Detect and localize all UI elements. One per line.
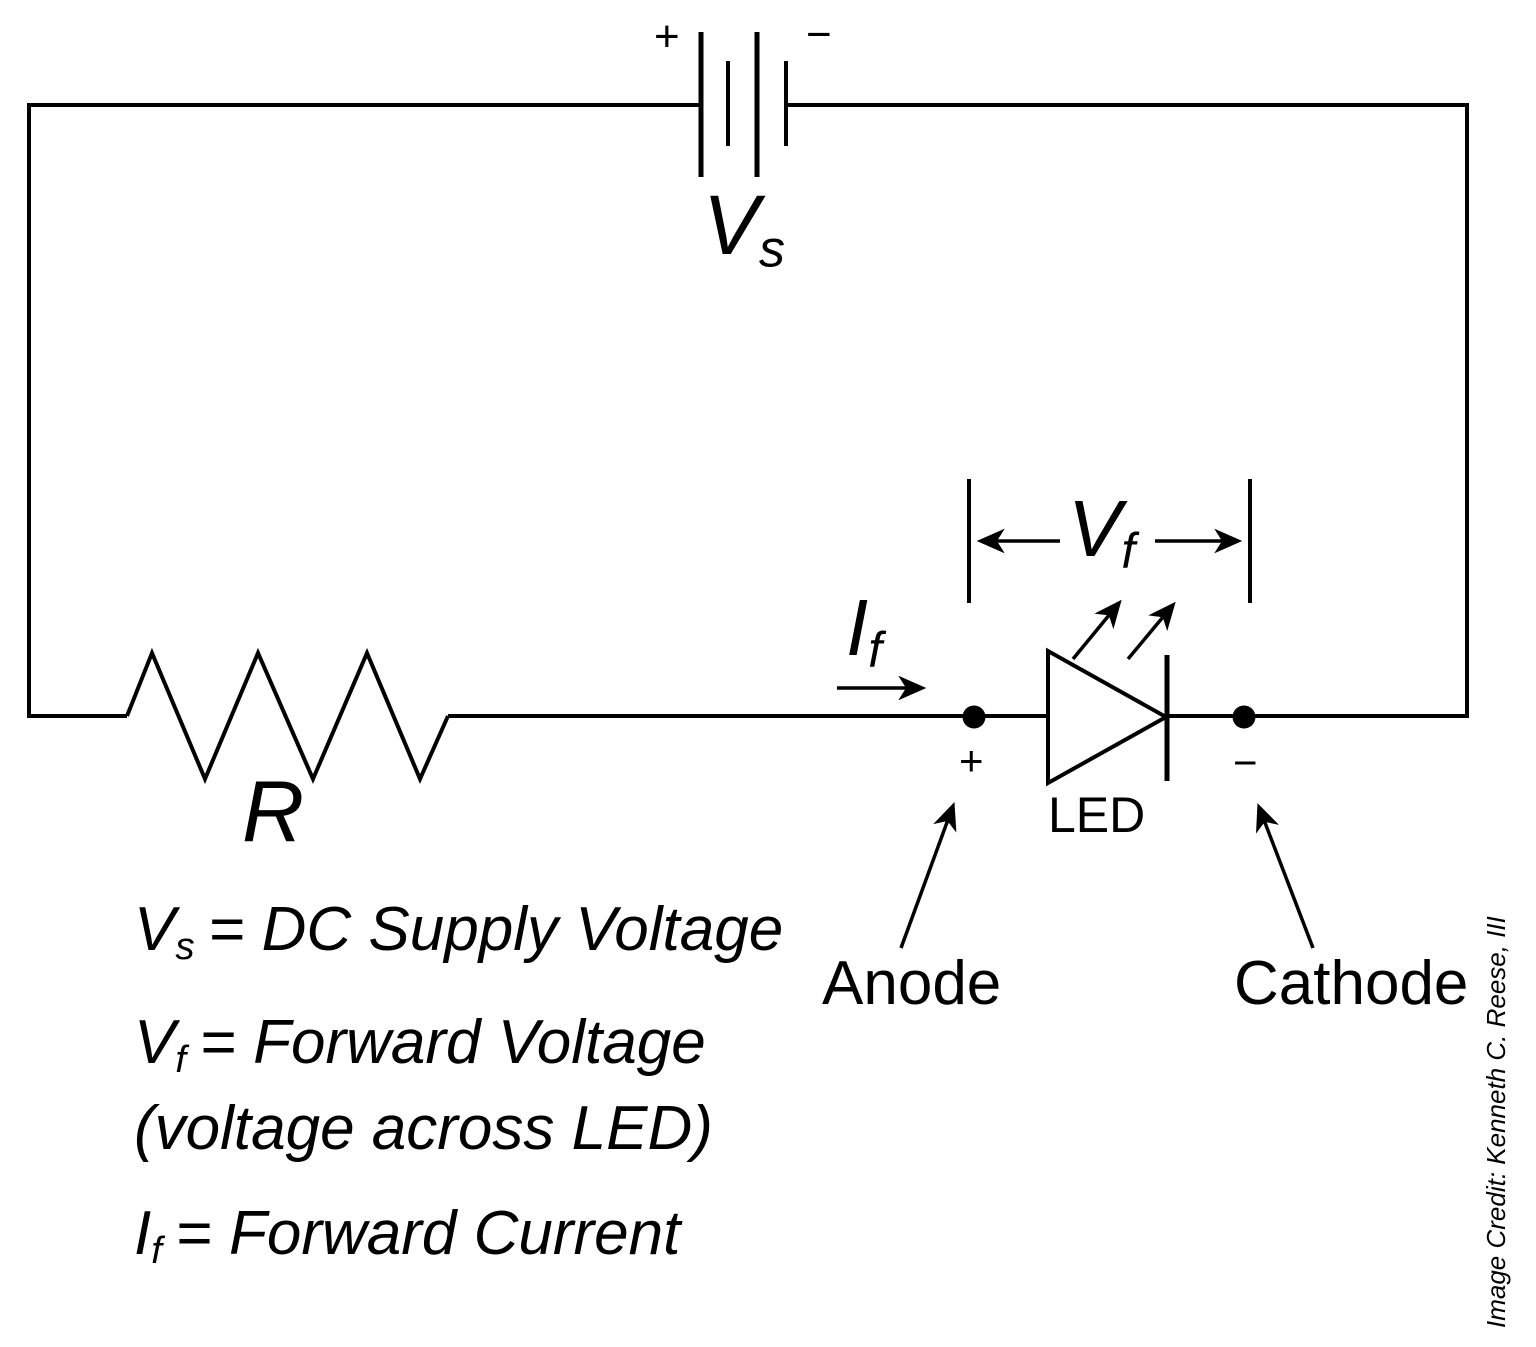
supply-voltage-label: Vs bbox=[703, 183, 785, 276]
forward-current-subscript: f bbox=[868, 621, 883, 678]
image-credit: Image Credit: Kenneth C. Reese, III bbox=[1481, 916, 1511, 1328]
forward-current-symbol: I bbox=[846, 583, 869, 672]
led-triangle bbox=[1046, 647, 1171, 787]
legend-line-voltage-across-led: (voltage across LED) bbox=[134, 1094, 713, 1163]
resistor-label: R bbox=[242, 764, 305, 860]
led-emission-arrow-1 bbox=[1071, 599, 1122, 661]
legend-if-subscript: f bbox=[151, 1229, 162, 1273]
legend-vf-subscript: f bbox=[175, 1038, 187, 1082]
forward-voltage-symbol: V bbox=[1068, 484, 1122, 573]
forward-current-label: If bbox=[846, 588, 882, 675]
battery-plus-sign: + bbox=[654, 12, 680, 61]
forward-voltage-subscript: f bbox=[1121, 522, 1136, 579]
legend-vs-subscript: s bbox=[175, 925, 195, 969]
legend-vf-symbol: V bbox=[134, 1008, 176, 1077]
forward-voltage-label: Vf bbox=[1068, 489, 1135, 576]
legend-line-supply-voltage: Vs= DC Supply Voltage bbox=[134, 899, 783, 967]
anode-polarity-sign: + bbox=[959, 737, 984, 784]
supply-voltage-symbol: V bbox=[703, 178, 760, 272]
led-emission-arrow-2 bbox=[1126, 601, 1176, 661]
anode-dot bbox=[962, 705, 986, 729]
anode-label: Anode bbox=[822, 949, 1002, 1018]
led-name-label: LED bbox=[1048, 787, 1146, 843]
legend-line-forward-voltage: Vf= Forward Voltage bbox=[134, 1012, 706, 1080]
cathode-dot bbox=[1232, 705, 1256, 729]
wire-right-loop bbox=[786, 103, 1469, 718]
cathode-label: Cathode bbox=[1234, 949, 1469, 1018]
anode-pointer-arrow bbox=[899, 802, 957, 949]
legend-if-symbol: I bbox=[134, 1199, 152, 1268]
wire-left-loop bbox=[27, 103, 701, 718]
legend-vs-definition: = DC Supply Voltage bbox=[208, 895, 784, 964]
cathode-pointer-arrow bbox=[1256, 803, 1315, 949]
resistor-zigzag bbox=[125, 647, 450, 785]
legend-if-definition: = Forward Current bbox=[175, 1199, 681, 1268]
legend-vs-symbol: V bbox=[134, 895, 176, 964]
legend-line-forward-current: If= Forward Current bbox=[134, 1203, 680, 1271]
battery-minus-sign: − bbox=[806, 10, 832, 59]
legend-vf-definition: = Forward Voltage bbox=[199, 1008, 706, 1077]
cathode-polarity-sign: − bbox=[1233, 739, 1258, 786]
supply-voltage-subscript: s bbox=[759, 220, 786, 279]
